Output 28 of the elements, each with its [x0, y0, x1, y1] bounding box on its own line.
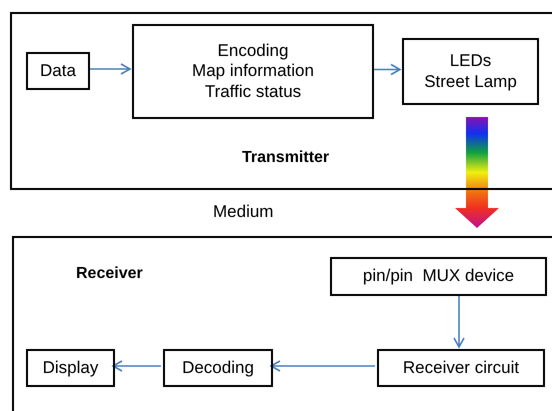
section-heading: Receiver [76, 264, 143, 284]
process-box [26, 52, 90, 90]
process-box [377, 349, 545, 387]
box-label: Data [40, 60, 76, 82]
process-box [402, 38, 539, 105]
medium-label: Medium [213, 202, 274, 222]
box-label: Decoding [182, 358, 254, 378]
arrow [112, 360, 161, 372]
process-box [163, 349, 273, 387]
group-frame [10, 12, 552, 190]
box-label: Street Lamp [424, 72, 517, 92]
process-box [330, 257, 547, 296]
signal-arrow [455, 117, 499, 228]
box-label: Display [42, 358, 98, 378]
arrow [88, 63, 131, 75]
box-label: Traffic status [204, 82, 302, 102]
box-label: LEDs [450, 51, 492, 72]
arrow [453, 294, 465, 348]
box-label: Encoding [218, 40, 288, 62]
box-label: Receiver circuit [402, 358, 520, 378]
group-frame [12, 236, 552, 411]
box-label: Map information [192, 61, 314, 82]
section-heading: Transmitter [242, 148, 330, 168]
box-label: pin/pin MUX device [362, 266, 514, 287]
arrow [372, 64, 401, 76]
process-box [26, 349, 115, 387]
process-box [132, 24, 374, 119]
arrow [270, 360, 375, 372]
